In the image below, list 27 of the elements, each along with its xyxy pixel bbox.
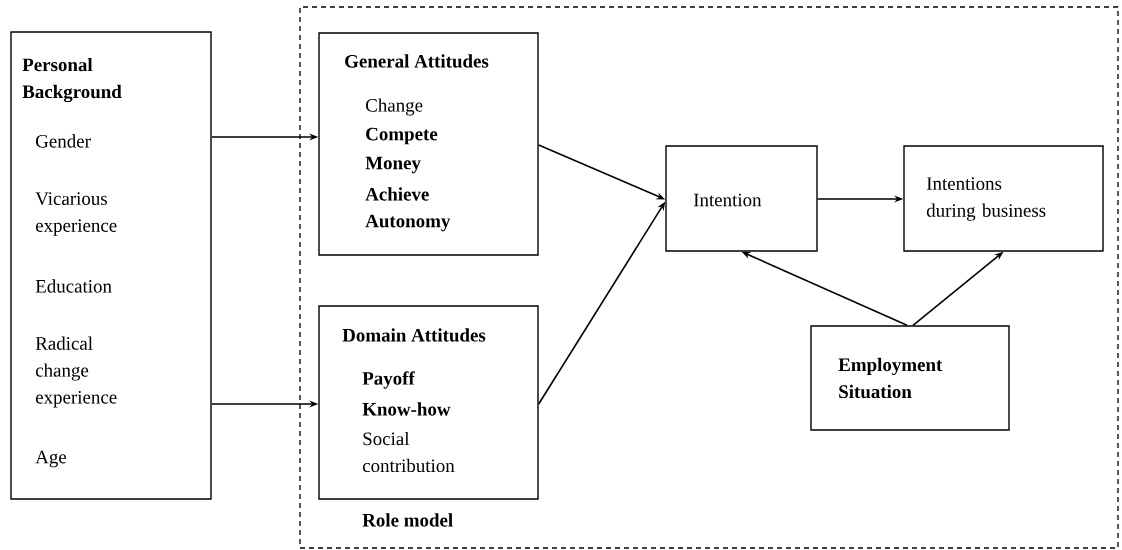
label: Intention: [693, 193, 762, 207]
box: [665, 145, 818, 252]
heading: Domain Attitudes: [342, 328, 486, 342]
label: Achieve: [365, 187, 429, 201]
label: Money: [365, 156, 421, 174]
label: Change: [366, 98, 423, 116]
box: [10, 31, 212, 500]
box: [318, 32, 539, 256]
label: Gender: [36, 134, 91, 148]
heading: Personal Background: [22, 57, 122, 103]
label: Age: [35, 450, 67, 468]
label: Compete: [366, 127, 438, 145]
group-frame: [299, 6, 1119, 549]
label: Vicarious experience: [35, 192, 117, 236]
label: Education: [35, 279, 112, 293]
box: [318, 305, 539, 500]
label: Employment Situation: [838, 357, 943, 399]
box: [810, 325, 1010, 431]
label: Know-how: [362, 402, 451, 416]
box: [903, 145, 1104, 252]
label: Radical change experience: [35, 336, 117, 408]
label: Autonomy: [365, 214, 451, 232]
label: Social contribution: [362, 431, 455, 473]
label: Payoff: [362, 371, 415, 389]
label: Role model: [362, 513, 453, 527]
heading: General Attitudes: [345, 54, 489, 68]
label: Intentions during business: [926, 177, 1046, 221]
